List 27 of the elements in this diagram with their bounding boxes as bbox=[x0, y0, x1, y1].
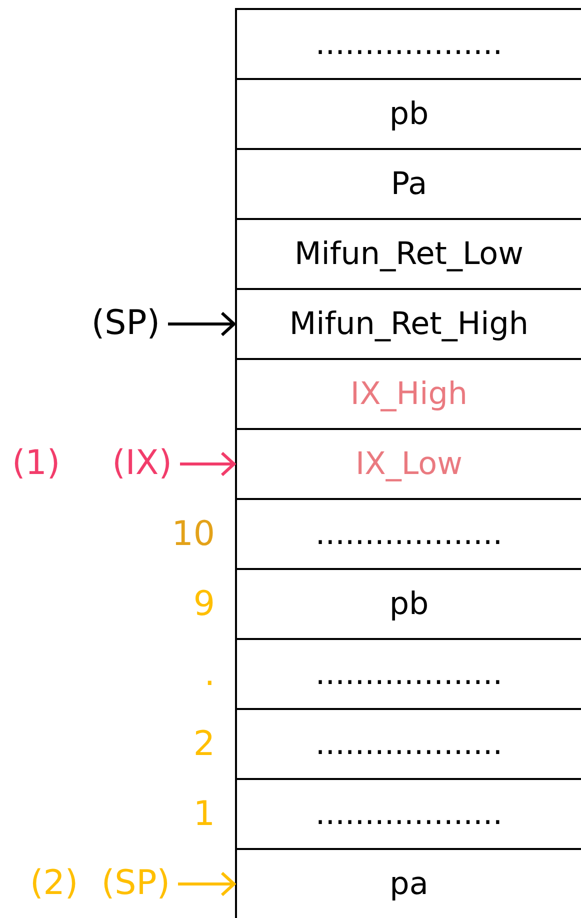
address-number: . bbox=[204, 654, 215, 694]
cell-value: IX_High bbox=[350, 376, 468, 412]
cell-value: ................... bbox=[315, 656, 503, 692]
cell-value: Pa bbox=[390, 166, 428, 202]
stack-cell bbox=[235, 8, 581, 80]
arrow bbox=[180, 452, 236, 476]
pointer-label: (IX) bbox=[112, 443, 172, 483]
address-number: 9 bbox=[193, 584, 215, 624]
address-number: 2 bbox=[193, 724, 215, 764]
pointer-label: (SP) bbox=[101, 863, 170, 903]
arrow bbox=[168, 312, 236, 336]
cell-value: IX_Low bbox=[356, 446, 462, 482]
address-number: 10 bbox=[172, 514, 215, 554]
cell-value: Mifun_Ret_Low bbox=[294, 236, 524, 272]
cell-value: ................... bbox=[315, 796, 503, 832]
step-number: (1) bbox=[12, 443, 60, 483]
cell-value: ................... bbox=[315, 726, 503, 762]
cell-value: ................... bbox=[315, 26, 503, 62]
cell-value: pb bbox=[389, 586, 429, 622]
cell-value: pa bbox=[390, 866, 428, 902]
step-number: (2) bbox=[30, 863, 78, 903]
cell-value: pb bbox=[389, 96, 429, 132]
cell-value: ................... bbox=[315, 516, 503, 552]
cell-value: Mifun_Ret_High bbox=[289, 306, 529, 342]
arrow bbox=[178, 872, 236, 896]
pointer-label: (SP) bbox=[91, 303, 160, 343]
address-number: 1 bbox=[193, 794, 215, 834]
